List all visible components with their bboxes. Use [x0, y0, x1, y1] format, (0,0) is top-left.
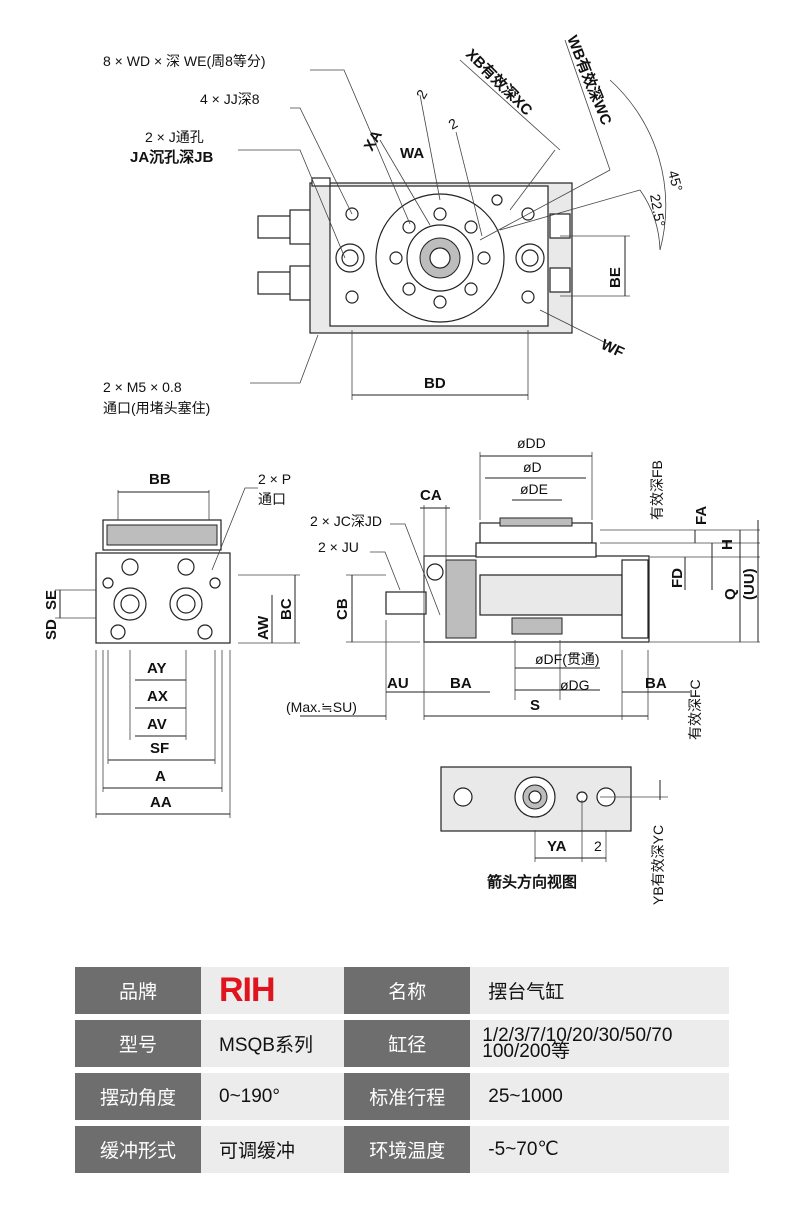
spec-row: 品牌 RIH 名称 摆台气缸 [75, 967, 729, 1014]
side-view [300, 452, 760, 720]
label-ay: AY [147, 660, 166, 677]
label-ya: YA [547, 838, 567, 855]
label-22deg: 22.5° [647, 193, 668, 228]
arrow-view [440, 766, 668, 862]
spec-key-name: 名称 [344, 967, 471, 1014]
spec-value-angle: 0~190° [201, 1073, 345, 1120]
spec-value-cushion: 可调缓冲 [201, 1126, 345, 1173]
label-sf: SF [150, 740, 169, 757]
label-wb: WB有效深WC [563, 33, 615, 128]
spec-key-angle: 摆动角度 [75, 1073, 201, 1120]
label-ba2: BA [645, 675, 667, 692]
label-be: BE [607, 267, 624, 288]
label-m5: 2 × M5 × 0.8 [103, 379, 182, 395]
label-two-a: 2 [413, 87, 431, 102]
spec-value-bore: 1/2/3/7/10/20/30/50/70 100/200等 [470, 1020, 729, 1067]
label-se: SE [43, 590, 60, 610]
label-odf: øDF(贯通) [535, 651, 600, 667]
label-wf: WF [598, 336, 626, 361]
label-odd: øDD [517, 435, 546, 451]
label-ja: JA沉孔深JB [130, 148, 214, 166]
spec-value-name: 摆台气缸 [470, 967, 729, 1014]
label-max: (Max.≒SU) [286, 699, 357, 715]
label-aw: AW [255, 615, 272, 640]
brand-logo: RIH [219, 971, 276, 1009]
top-view [238, 39, 667, 400]
label-wa: WA [400, 145, 424, 162]
label-odg: øDG [560, 677, 590, 693]
label-xa: XA [361, 127, 386, 154]
label-od: øD [523, 459, 542, 475]
label-jj: 4 × JJ深8 [200, 91, 260, 107]
label-ju: 2 × JU [318, 539, 359, 555]
label-ba1: BA [450, 675, 472, 692]
spec-key-temperature: 环境温度 [344, 1126, 471, 1173]
spec-key-stroke: 标准行程 [344, 1073, 471, 1120]
label-uu: (UU) [741, 568, 758, 600]
label-ax: AX [147, 688, 168, 705]
technical-drawing: 8 × WD × 深 WE(周8等分) 4 × JJ深8 2 × J通孔 JA沉… [43, 33, 760, 905]
label-fd: FD [669, 568, 686, 588]
label-fc: 有效深FC [687, 679, 703, 740]
label-two-b: 2 [446, 115, 461, 133]
label-xb: XB有效深XC [462, 45, 536, 119]
spec-row: 型号 MSQB系列 缸径 1/2/3/7/10/20/30/50/70 100/… [75, 1020, 729, 1067]
spec-value-model: MSQB系列 [201, 1020, 345, 1067]
arrow-view-caption: 箭头方向视图 [487, 873, 577, 891]
label-45deg: 45° [665, 169, 686, 194]
spec-row: 摆动角度 0~190° 标准行程 25~1000 [75, 1073, 729, 1120]
label-cb: CB [334, 598, 351, 620]
label-ode: øDE [520, 481, 548, 497]
spec-table: 品牌 RIH 名称 摆台气缸 型号 MSQB系列 缸径 1/2/3/7/10/2… [75, 961, 729, 1179]
spec-key-model: 型号 [75, 1020, 201, 1067]
label-ca: CA [420, 487, 442, 504]
label-bc: BC [278, 598, 295, 620]
label-jc: 2 × JC深JD [310, 513, 382, 529]
spec-key-brand: 品牌 [75, 967, 201, 1014]
label-av: AV [147, 716, 167, 733]
label-fb: 有效深FB [649, 460, 665, 520]
spec-value-brand: RIH [201, 967, 345, 1014]
label-yb: YB有效深YC [650, 825, 666, 905]
label-s: S [530, 697, 540, 714]
label-p2: 通口 [258, 491, 286, 507]
front-view [55, 487, 300, 818]
label-j: 2 × J通孔 [145, 129, 204, 145]
label-q: Q [722, 588, 739, 600]
label-au: AU [387, 675, 409, 692]
label-two: 2 [594, 838, 602, 854]
label-p: 2 × P [258, 471, 291, 487]
label-bb: BB [149, 471, 171, 488]
spec-value-temperature: -5~70℃ [470, 1126, 729, 1173]
bore-line-1: 1/2/3/7/10/20/30/50/70 [482, 1024, 673, 1046]
label-a: A [155, 768, 166, 785]
label-wd: 8 × WD × 深 WE(周8等分) [103, 53, 266, 69]
spec-key-bore: 缸径 [344, 1020, 471, 1067]
label-m5b: 通口(用堵头塞住) [103, 400, 210, 416]
label-aa: AA [150, 794, 172, 811]
spec-row: 缓冲形式 可调缓冲 环境温度 -5~70℃ [75, 1126, 729, 1173]
bore-line-2: 100/200等 [482, 1040, 570, 1062]
label-fa: FA [693, 506, 710, 525]
spec-key-cushion: 缓冲形式 [75, 1126, 201, 1173]
label-sd: SD [43, 619, 60, 640]
label-bd: BD [424, 375, 446, 392]
label-h: H [719, 539, 736, 550]
spec-value-stroke: 25~1000 [470, 1073, 729, 1120]
